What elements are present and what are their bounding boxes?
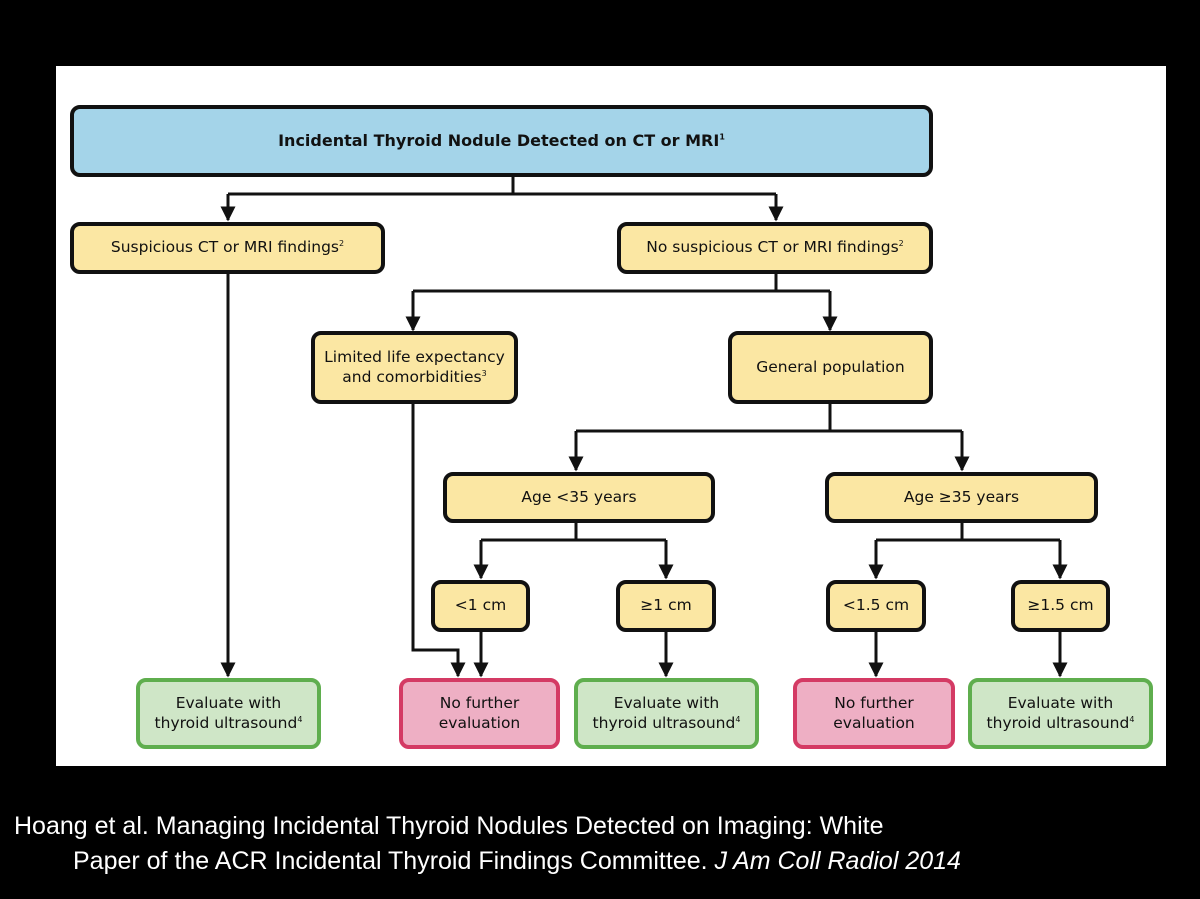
citation-line-1: Hoang et al. Managing Incidental Thyroid… xyxy=(14,812,884,841)
node-label: Incidental Thyroid Nodule Detected on CT… xyxy=(278,131,725,150)
node-general-population: General population xyxy=(728,331,933,404)
node-size-under-1cm: <1 cm xyxy=(431,580,530,632)
node-size-under-1-5cm: <1.5 cm xyxy=(826,580,926,632)
node-size-1cm-or-over: ≥1 cm xyxy=(616,580,716,632)
citation-text: Paper of the ACR Incidental Thyroid Find… xyxy=(73,847,708,875)
connector-limited-to-no-further xyxy=(411,403,466,678)
flowchart-panel xyxy=(56,66,1166,766)
node-label: General population xyxy=(756,357,905,376)
connector-root-to-suspicious xyxy=(228,192,776,220)
connector-to-lt1 xyxy=(481,538,666,578)
node-label: ≥1.5 cm xyxy=(1027,596,1094,615)
node-no-suspicious-findings: No suspicious CT or MRI findings2 xyxy=(617,222,933,274)
node-label: <1 cm xyxy=(454,596,507,615)
node-label: Age <35 years xyxy=(521,487,637,506)
citation-text: Hoang et al. Managing Incidental Thyroid… xyxy=(14,812,884,840)
node-size-1-5cm-or-over: ≥1.5 cm xyxy=(1011,580,1110,632)
node-age-35-or-over: Age ≥35 years xyxy=(825,472,1098,523)
node-age-under-35: Age <35 years xyxy=(443,472,715,523)
node-label: Age ≥35 years xyxy=(903,487,1020,506)
node-label: ≥1 cm xyxy=(640,596,692,615)
connector-to-age-under xyxy=(576,429,962,470)
node-incidental-nodule: Incidental Thyroid Nodule Detected on CT… xyxy=(70,105,933,177)
node-label: <1.5 cm xyxy=(842,596,910,615)
citation-line-2: Paper of the ACR Incidental Thyroid Find… xyxy=(73,847,961,876)
connector-to-lt15 xyxy=(876,538,1060,578)
connector-to-limited xyxy=(413,289,830,330)
node-label: Suspicious CT or MRI findings2 xyxy=(110,238,345,257)
node-label: No suspicious CT or MRI findings2 xyxy=(646,238,904,257)
citation-journal: J Am Coll Radiol 2014 xyxy=(714,847,961,875)
node-suspicious-findings: Suspicious CT or MRI findings2 xyxy=(70,222,385,274)
